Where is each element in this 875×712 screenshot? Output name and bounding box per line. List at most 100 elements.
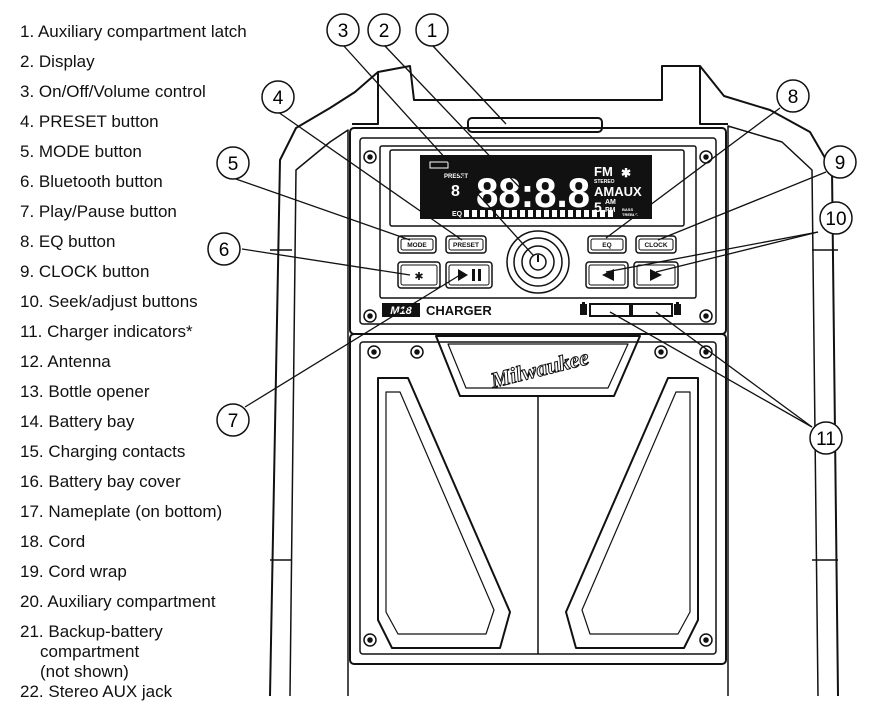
screw-icon (699, 345, 713, 359)
bottle-opener-plate (435, 335, 641, 397)
legend-item-continuation: (not shown) (40, 662, 129, 681)
auxiliary-compartment-latch[interactable] (467, 117, 603, 133)
on-off-volume-knob[interactable] (506, 230, 570, 294)
legend-item: 8. EQ button (20, 232, 290, 262)
display-stereo: STEREO (594, 179, 615, 185)
legend-item-label: 2. Display (20, 52, 95, 71)
legend-item-label: 13. Bottle opener (20, 382, 150, 401)
legend-item-label: 16. Battery bay cover (20, 472, 181, 491)
callout-number: 4 (273, 88, 284, 109)
eq-bar (464, 210, 469, 217)
eq-bar (600, 210, 605, 217)
play-pause-icon (458, 269, 481, 281)
display-am-aux: AMAUX (594, 184, 642, 199)
m18-badge (382, 303, 420, 317)
charger-label: CHARGER (426, 303, 492, 318)
preset-button-label: PRESET (453, 242, 479, 249)
clock-button-label: CLOCK (644, 242, 667, 249)
legend-item: 19. Cord wrap (20, 562, 290, 592)
eq-bar (592, 210, 597, 217)
arrow-right-icon (650, 269, 662, 281)
legend-item: 2. Display (20, 52, 290, 82)
mode-button[interactable]: MODE (397, 235, 437, 254)
eq-button[interactable]: EQ (587, 235, 627, 254)
callout-marker: 2 (367, 13, 401, 47)
callout-marker: 1 (415, 13, 449, 47)
legend-item: 17. Nameplate (on bottom) (20, 502, 290, 532)
screw-icon (699, 309, 713, 323)
bluetooth-icon: ✱ (621, 166, 631, 180)
clock-button[interactable]: CLOCK (635, 235, 677, 254)
legend-item-label: 8. EQ button (20, 232, 116, 251)
battery-icon (580, 302, 587, 315)
preset-button[interactable]: PRESET (445, 235, 487, 254)
screw-icon (410, 345, 424, 359)
callout-number: 10 (825, 209, 846, 230)
bluetooth-icon: ✱ (414, 270, 423, 283)
legend-item-label: 19. Cord wrap (20, 562, 127, 581)
display-preset-label: PRESET (444, 174, 468, 180)
callout-number: 6 (219, 240, 230, 261)
mode-button-label: MODE (407, 242, 427, 249)
legend-item: 16. Battery bay cover (20, 472, 290, 502)
charger-indicator-left (589, 303, 631, 317)
legend-item-label: 22. Stereo AUX jack (20, 682, 173, 701)
screw-icon (699, 633, 713, 647)
callout-marker: 9 (823, 145, 857, 179)
screw-icon (363, 633, 377, 647)
legend-item-label: 15. Charging contacts (20, 442, 186, 461)
bluetooth-button[interactable]: ✱ (397, 261, 441, 289)
legend-item: 14. Battery bay (20, 412, 290, 442)
callout-number: 3 (338, 21, 349, 42)
display-bass: BASS (622, 207, 633, 212)
eq-bar (480, 210, 485, 217)
battery-full-icon (674, 302, 681, 315)
callout-marker: 10 (819, 201, 853, 235)
legend-item: 3. On/Off/Volume control (20, 82, 290, 112)
screw-icon (654, 345, 668, 359)
display-eq: EQ (452, 211, 463, 218)
screw-icon (363, 150, 377, 164)
callout-number: 8 (788, 87, 799, 108)
eq-bar (568, 210, 573, 217)
seek-back-button[interactable] (585, 261, 629, 289)
display-treble: TREBLE (622, 212, 638, 217)
display-small-digit: 5 (594, 199, 602, 215)
play-pause-button[interactable] (445, 261, 493, 289)
legend-item-label: 20. Auxiliary compartment (20, 592, 216, 611)
legend-item: 11. Charger indicators* (20, 322, 290, 352)
eq-bar (560, 210, 565, 217)
callout-number: 7 (228, 411, 239, 432)
callout-number: 11 (816, 429, 836, 450)
seek-forward-button[interactable] (633, 261, 679, 289)
charger-strip: M18 CHARGER (382, 302, 681, 318)
legend-item: 4. PRESET button (20, 112, 290, 142)
radio-right-frame (727, 125, 819, 697)
legend-item: 6. Bluetooth button (20, 172, 290, 202)
eq-bar (488, 210, 493, 217)
callout-marker: 3 (326, 13, 360, 47)
legend-item-label: 21. Backup-battery (20, 622, 163, 641)
right-speaker-wedge (565, 377, 699, 649)
eq-bar (496, 210, 501, 217)
eq-bar (584, 210, 589, 217)
legend-item-label: 6. Bluetooth button (20, 172, 163, 191)
callout-marker: 7 (216, 403, 250, 437)
eq-bar (544, 210, 549, 217)
eq-bar (472, 210, 477, 217)
eq-bar (528, 210, 533, 217)
legend-item-label: 3. On/Off/Volume control (20, 82, 206, 101)
callout-number: 1 (427, 21, 438, 42)
legend-item-label: 9. CLOCK button (20, 262, 150, 281)
legend-item: 15. Charging contacts (20, 442, 290, 472)
screw-icon (699, 150, 713, 164)
screw-icon (367, 345, 381, 359)
callout-number: 5 (228, 154, 239, 175)
legend-item-label: 17. Nameplate (on bottom) (20, 502, 223, 521)
display-digits: 88:8.8 (476, 169, 590, 216)
legend-item-label: 5. MODE button (20, 142, 142, 161)
